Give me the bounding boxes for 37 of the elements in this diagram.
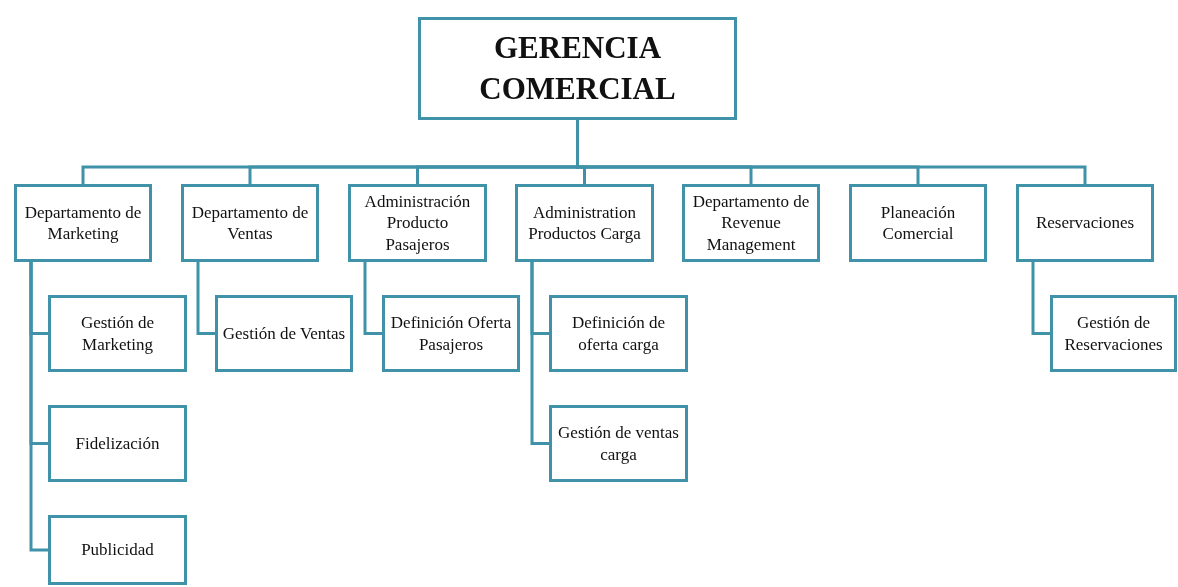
- connector-line: [29, 262, 48, 552]
- org-box: [14, 184, 152, 262]
- org-box: [515, 184, 654, 262]
- org-box: [215, 295, 353, 372]
- box-label: Definición Oferta Pasajeros: [389, 312, 513, 355]
- box-label: Fidelización: [75, 432, 160, 455]
- connector-line: [363, 262, 382, 335]
- box-label: Departamento de Marketing: [23, 201, 143, 245]
- connector-line: [530, 262, 549, 445]
- org-box: [181, 184, 319, 262]
- box-label: GERENCIA COMERCIAL: [478, 29, 677, 108]
- box-label: Planeación Comercial: [879, 201, 957, 245]
- org-box: [549, 295, 688, 372]
- box-label: Gestión de Ventas: [222, 322, 346, 345]
- org-box: [1050, 295, 1177, 372]
- org-box: [549, 405, 688, 482]
- org-box: [1016, 184, 1154, 262]
- org-box: [849, 184, 987, 262]
- box-label: Departamento de Revenue Management: [691, 191, 811, 255]
- box-label: Gestión de Marketing: [79, 312, 156, 355]
- box-label: Reservaciones: [1035, 212, 1135, 234]
- box-label: Gestión de ventas carga: [557, 422, 680, 465]
- box-label: Administración Producto Pasajeros: [363, 191, 472, 255]
- org-box: [348, 184, 487, 262]
- org-box: [682, 184, 820, 262]
- box-label: Departamento de Ventas: [190, 201, 310, 245]
- org-box: [382, 295, 520, 372]
- box-label: Gestión de Reservaciones: [1063, 312, 1164, 355]
- connector-line: [1031, 262, 1050, 335]
- org-box: [48, 405, 187, 482]
- org-box: [48, 515, 187, 585]
- connector-line: [196, 262, 215, 335]
- org-box: [48, 295, 187, 372]
- box-label: Administration Productos Carga: [527, 201, 642, 245]
- box-label: Definición de oferta carga: [571, 312, 666, 355]
- head-box: [418, 17, 737, 120]
- box-label: Publicidad: [81, 539, 154, 561]
